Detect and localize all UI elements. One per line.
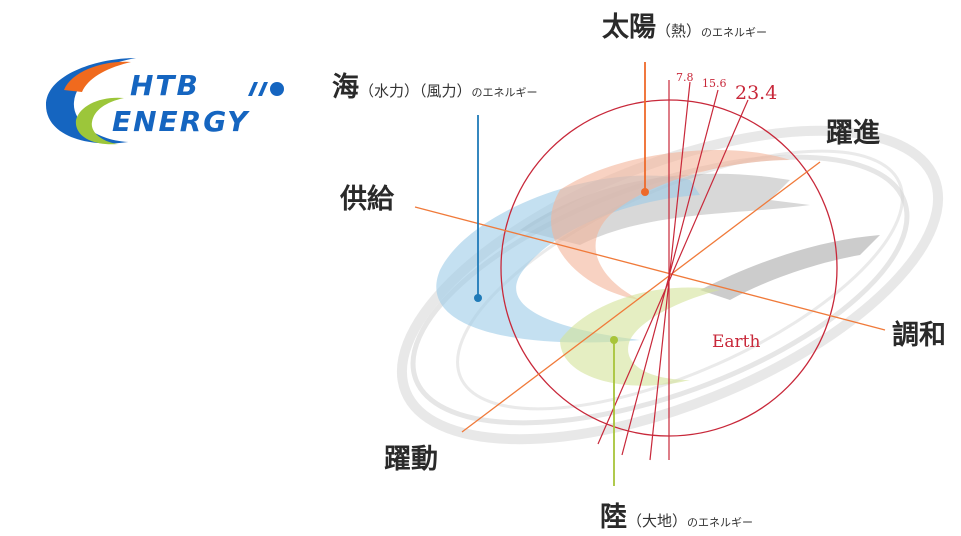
sun-label-paren: （熱）	[656, 22, 702, 40]
sea-label-suffix: のエネルギー	[471, 86, 538, 99]
tilt-value-2: 15.6	[702, 77, 727, 90]
sun-label: 太陽（熱）のエネルギー	[602, 14, 767, 41]
logo-line-1: HTB	[130, 69, 200, 102]
sun-label-main: 太陽	[602, 12, 656, 43]
land-dot	[610, 336, 618, 344]
sea-label-main: 海	[332, 72, 359, 103]
logo-swoosh-icon	[46, 58, 136, 145]
land-label-paren: （大地）	[627, 512, 688, 530]
yakushin-label: 躍進	[826, 118, 880, 149]
tilt-value-1: 7.8	[676, 71, 694, 84]
land-label-main: 陸	[600, 502, 627, 533]
sea-label: 海（水力）（風力）のエネルギー	[332, 74, 538, 101]
sea-swirl	[436, 175, 700, 343]
supply-harmony-axis	[414, 206, 886, 331]
sea-label-paren1: （水力）	[359, 82, 420, 100]
land-label-suffix: のエネルギー	[687, 516, 754, 529]
land-label: 陸（大地）のエネルギー	[600, 504, 753, 531]
logo-dots-icon	[244, 80, 286, 101]
sea-label-paren2: （風力）	[419, 82, 472, 100]
sun-label-suffix: のエネルギー	[701, 26, 768, 39]
kyokyu-label: 供給	[340, 184, 394, 215]
earth-label: Earth	[712, 332, 761, 352]
tilt-value-3: 23.4	[735, 82, 778, 104]
company-logo: HTB ENERGY	[6, 50, 286, 150]
yakudo-label: 躍動	[384, 444, 438, 475]
chowa-label: 調和	[892, 320, 946, 351]
tilt-lines	[597, 80, 749, 461]
progress-motion-axis	[461, 161, 821, 433]
grey-swoosh-2	[700, 235, 880, 300]
land-swirl	[560, 287, 720, 386]
sun-swirl	[551, 150, 790, 300]
sun-dot	[641, 188, 649, 196]
sea-dot	[474, 294, 482, 302]
logo-line-2: ENERGY	[112, 105, 250, 138]
